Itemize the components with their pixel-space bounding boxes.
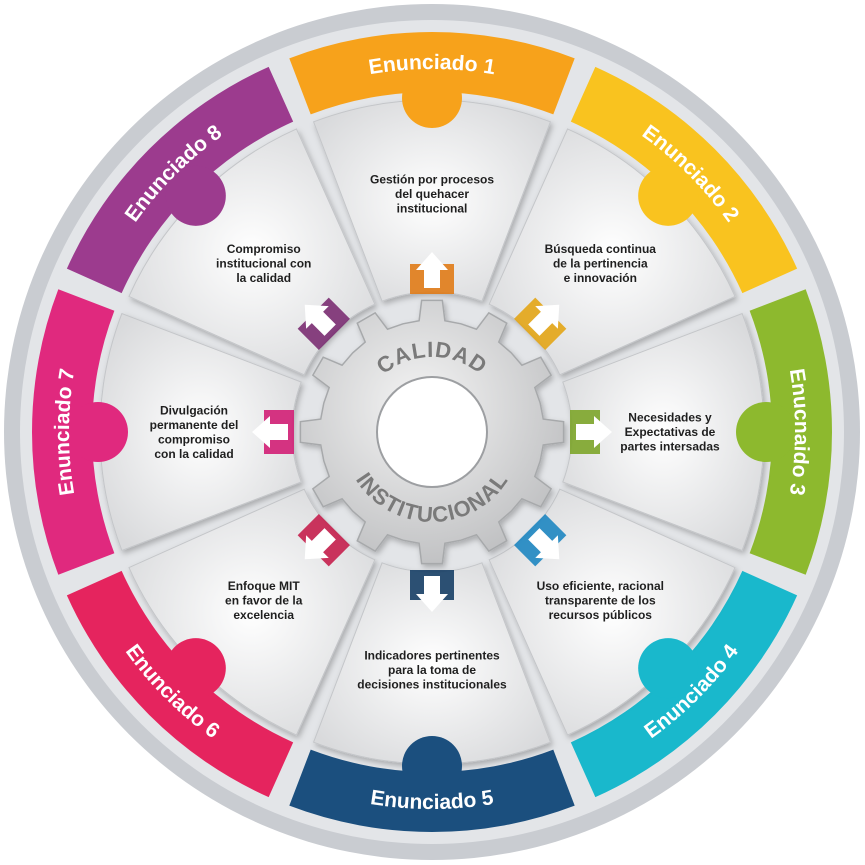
segment-arrow-icon bbox=[514, 514, 567, 567]
segment-tab bbox=[68, 402, 128, 462]
segment-tab bbox=[638, 638, 699, 699]
segment-description-line: Divulgación bbox=[160, 403, 228, 417]
segment-description-line: de la pertinencia bbox=[553, 257, 648, 271]
segment-arrow-icon bbox=[297, 297, 350, 350]
segment-description-line: institucional con bbox=[216, 257, 311, 271]
segment-arrow-icon bbox=[297, 514, 350, 567]
segment-description-line: decisiones institucionales bbox=[357, 678, 507, 692]
segment-description-line: transparente de los bbox=[545, 593, 656, 607]
segment-description-line: Necesidades y bbox=[628, 411, 712, 425]
segment-description-line: con la calidad bbox=[154, 447, 233, 461]
segment-description-line: institucional bbox=[397, 202, 468, 216]
segment-description-line: la calidad bbox=[236, 271, 291, 285]
segment-description-line: e innovación bbox=[564, 271, 637, 285]
segment-arrow-icon bbox=[252, 410, 294, 454]
segment-tab bbox=[402, 68, 462, 128]
segment-description-line: Enfoque MIT bbox=[228, 579, 301, 593]
segment-tab bbox=[638, 165, 699, 226]
segment-tab bbox=[402, 736, 462, 796]
gear-hole bbox=[376, 376, 488, 488]
segment-tab bbox=[165, 638, 226, 699]
segment-description-line: Expectativas de bbox=[625, 425, 716, 439]
segment-description-line: para la toma de bbox=[388, 663, 476, 677]
segment-description-line: recursos públicos bbox=[549, 608, 653, 622]
segment-description-line: Gestión por procesos bbox=[370, 173, 494, 187]
segment-description-line: en favor de la bbox=[225, 593, 303, 607]
segment-description-line: partes intersadas bbox=[620, 440, 720, 454]
segment-description-line: Indicadores pertinentes bbox=[364, 649, 500, 663]
segment-description-line: compromiso bbox=[158, 432, 230, 446]
segment-description-line: del quehacer bbox=[395, 187, 469, 201]
segment-description-line: Compromiso bbox=[227, 242, 301, 256]
segment-arrow-icon bbox=[514, 297, 567, 350]
segment-description-line: excelencia bbox=[233, 608, 294, 622]
segment-arrow-icon bbox=[410, 252, 454, 294]
segment-arrow-icon bbox=[410, 570, 454, 612]
segment-tab bbox=[165, 165, 226, 226]
segment-description-line: Uso eficiente, racional bbox=[537, 579, 664, 593]
segment-description-line: permanente del bbox=[150, 418, 239, 432]
segment-tab bbox=[736, 402, 796, 462]
center-gear bbox=[299, 299, 565, 565]
segment-description-line: Búsqueda continua bbox=[545, 242, 657, 256]
segment-arrow-icon bbox=[570, 410, 612, 454]
